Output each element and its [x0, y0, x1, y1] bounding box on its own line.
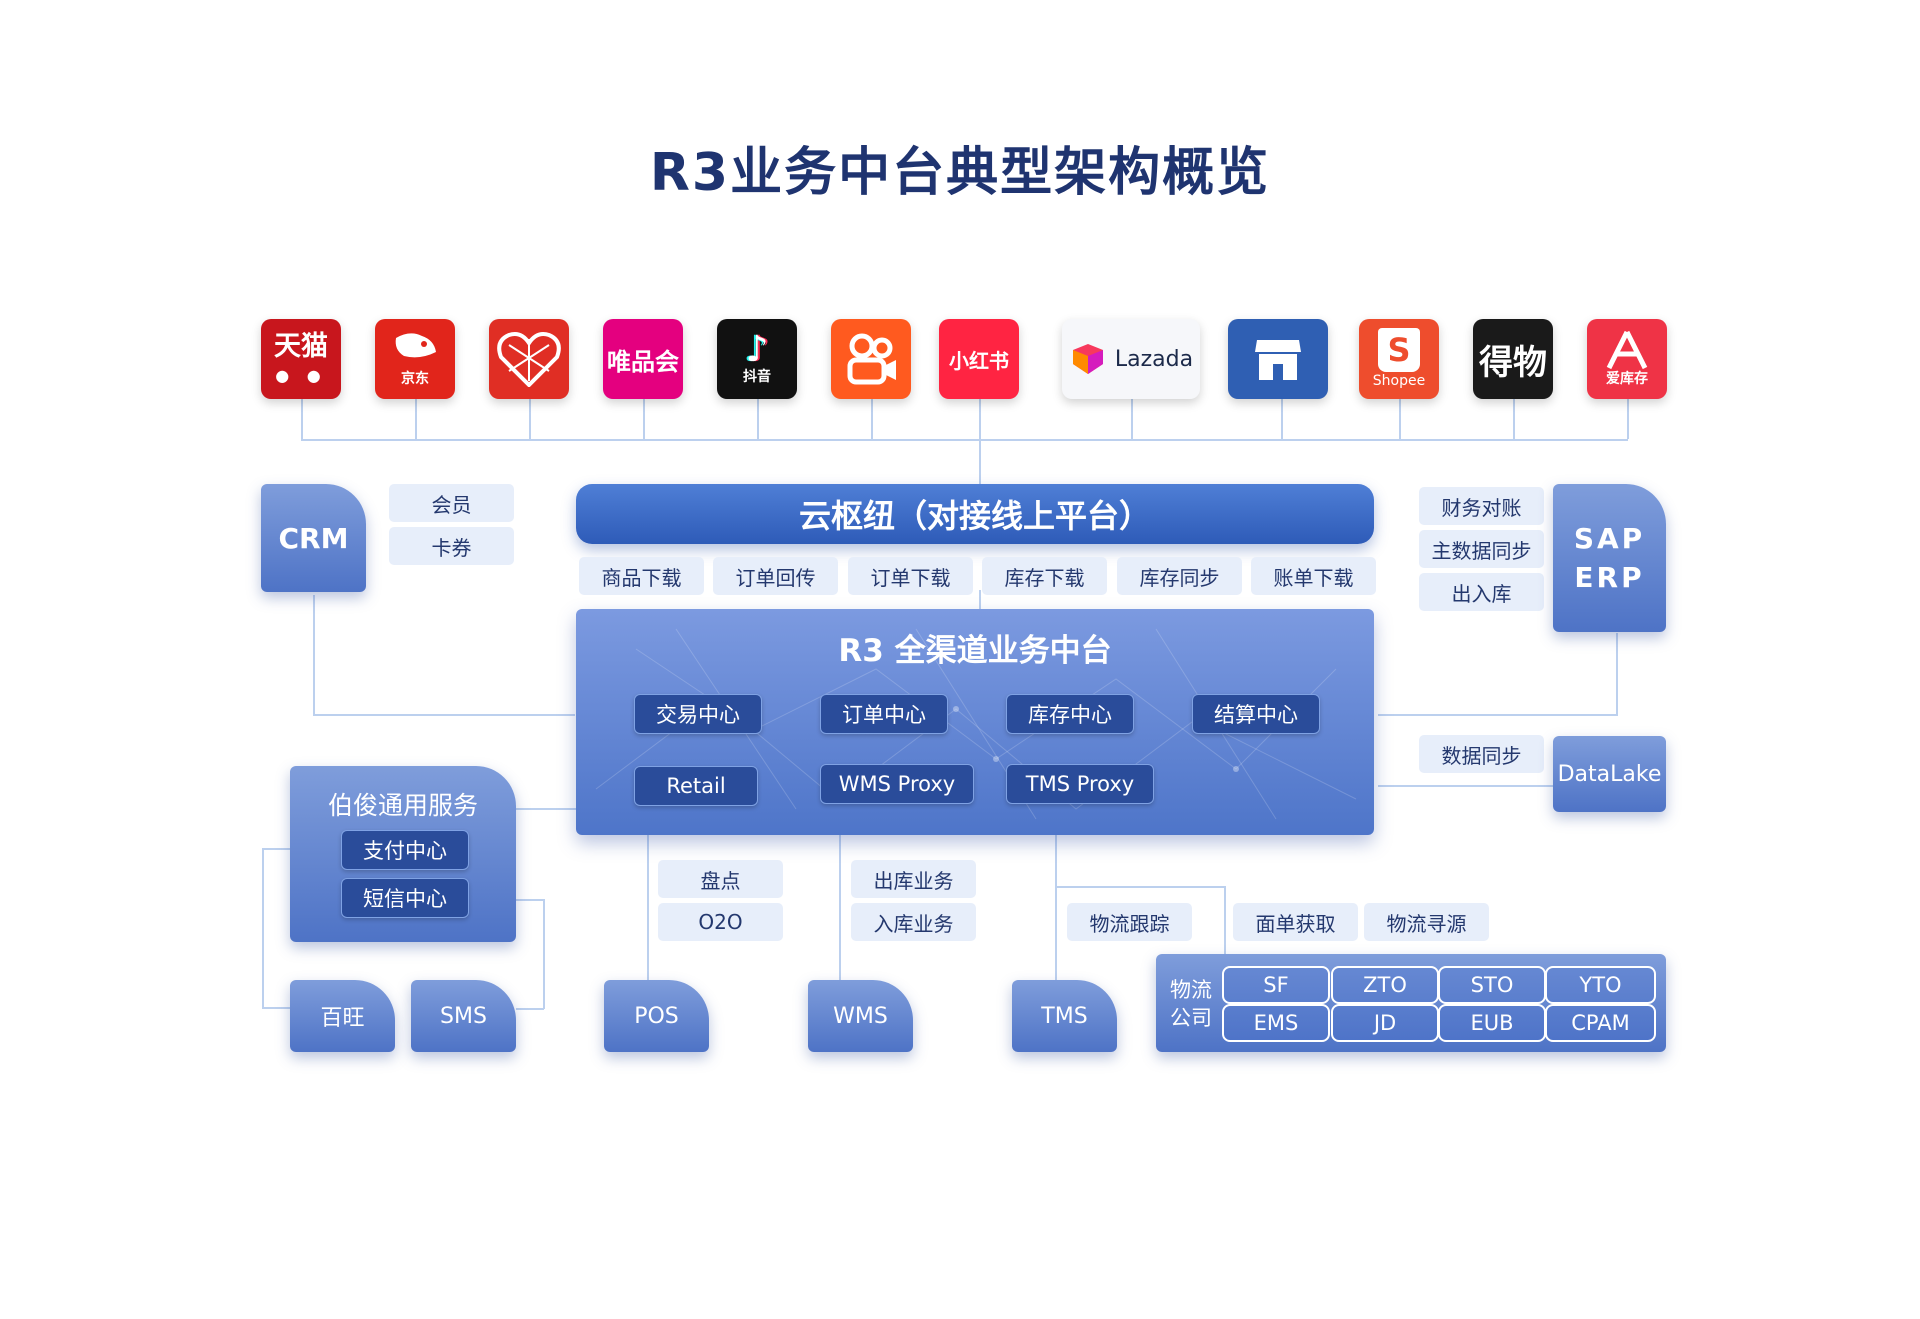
tms-tag-waybill: 面单获取 — [1233, 903, 1358, 941]
aikucun-mark-icon — [1606, 331, 1648, 370]
erp-label: ERP — [1574, 561, 1645, 594]
shopping-bag-icon: S — [1378, 328, 1420, 373]
shopee-logo-text: Shopee — [1372, 373, 1426, 390]
cloud-hub-title: 云枢纽（对接线上平台） — [798, 497, 1151, 535]
courier-cpam[interactable]: CPAM — [1545, 1004, 1656, 1042]
vipshop-logo: 唯品会 — [603, 319, 683, 399]
lazada-logo-text: Lazada — [1114, 346, 1194, 372]
proxy-wms[interactable]: WMS Proxy — [820, 764, 974, 804]
proxy-tms[interactable]: TMS Proxy — [1006, 764, 1154, 804]
logistics-label: 物流 公司 — [1166, 976, 1216, 1032]
sms-label: SMS — [440, 1003, 487, 1029]
tmall-logo-text: 天猫 — [274, 331, 328, 362]
courier-sf[interactable]: SF — [1222, 966, 1330, 1004]
douyin-logo-text: 抖音 — [743, 369, 771, 386]
cat-eyes-icon: ● ● — [275, 366, 327, 385]
sap-erp-box[interactable]: SAP ERP — [1553, 484, 1666, 632]
lazada-logo: Lazada — [1062, 319, 1200, 399]
courier-ems[interactable]: EMS — [1222, 1004, 1330, 1042]
tms-label: TMS — [1041, 1003, 1088, 1029]
courier-yto[interactable]: YTO — [1545, 966, 1656, 1004]
hub-tag-product-download: 商品下载 — [579, 557, 704, 595]
wms-tag-outbound: 出库业务 — [851, 860, 976, 898]
datalake-tag-sync: 数据同步 — [1419, 735, 1544, 773]
kuaishou-logo — [831, 319, 911, 399]
boyun-payment-center[interactable]: 支付中心 — [341, 830, 469, 870]
store-logo — [1228, 319, 1328, 399]
pinduoduo-logo — [489, 319, 569, 399]
wms-label: WMS — [833, 1003, 888, 1029]
tms-tag-tracking: 物流跟踪 — [1067, 903, 1192, 941]
camera-icon — [847, 333, 896, 385]
shopee-logo: S Shopee — [1359, 319, 1439, 399]
courier-zto[interactable]: ZTO — [1331, 966, 1439, 1004]
crm-label: CRM — [278, 521, 349, 555]
crm-tag-member: 会员 — [389, 484, 514, 522]
jd-dog-icon — [395, 333, 436, 358]
center-order[interactable]: 订单中心 — [820, 694, 948, 734]
lazada-heart-icon — [1072, 344, 1103, 374]
center-settlement[interactable]: 结算中心 — [1192, 694, 1320, 734]
hub-tag-order-download: 订单下载 — [848, 557, 973, 595]
tms-tag-sourcing: 物流寻源 — [1364, 903, 1489, 941]
hub-tag-bill-download: 账单下载 — [1251, 557, 1376, 595]
xiaohongshu-logo: 小红书 — [939, 319, 1019, 399]
jd-logo: 京东 — [375, 319, 455, 399]
heart-icon — [497, 332, 561, 387]
courier-jd[interactable]: JD — [1331, 1004, 1439, 1042]
xiaohongshu-logo-text: 小红书 — [949, 348, 1009, 373]
sap-tag-in-out: 出入库 — [1419, 573, 1544, 611]
pos-tag-o2o: O2O — [658, 903, 783, 941]
sms-box[interactable]: SMS — [411, 980, 516, 1052]
dewu-logo: 得物 — [1473, 319, 1553, 399]
tmall-logo: 天猫 ● ● — [261, 319, 341, 399]
courier-sto[interactable]: STO — [1438, 966, 1546, 1004]
courier-eub[interactable]: EUB — [1438, 1004, 1546, 1042]
dewu-logo-text: 得物 — [1479, 342, 1547, 383]
logistics-label-line2: 公司 — [1170, 1006, 1212, 1030]
logistics-label-line1: 物流 — [1170, 978, 1212, 1002]
wms-tag-inbound: 入库业务 — [851, 903, 976, 941]
pos-label: POS — [634, 1003, 679, 1029]
crm-tag-coupon: 卡券 — [389, 527, 514, 565]
proxy-retail[interactable]: Retail — [634, 766, 758, 806]
tms-box[interactable]: TMS — [1012, 980, 1117, 1052]
storefront-icon — [1255, 340, 1301, 380]
wms-box[interactable]: WMS — [808, 980, 913, 1052]
pos-box[interactable]: POS — [604, 980, 709, 1052]
cloud-hub-banner[interactable]: 云枢纽（对接线上平台） — [576, 484, 1374, 544]
baiwang-label: 百旺 — [320, 1006, 365, 1031]
page-title: R3业务中台典型架构概览 — [649, 143, 1271, 203]
baiwang-box[interactable]: 百旺 — [290, 980, 395, 1052]
sap-tag-finance: 财务对账 — [1419, 487, 1544, 525]
crm-box[interactable]: CRM — [261, 484, 366, 592]
note-icon: ♪ — [745, 329, 769, 371]
boyun-title: 伯俊通用服务 — [327, 791, 478, 820]
core-title: R3 全渠道业务中台 — [838, 633, 1112, 669]
aikucun-logo: 爱库存 — [1587, 319, 1667, 399]
center-trade[interactable]: 交易中心 — [634, 694, 762, 734]
vipshop-logo-text: 唯品会 — [607, 347, 679, 376]
sap-label: SAP — [1573, 522, 1646, 555]
aikucun-logo-text: 爱库存 — [1606, 371, 1648, 388]
datalake-label: DataLake — [1557, 761, 1662, 787]
datalake-box[interactable]: DataLake — [1553, 736, 1666, 812]
sap-tag-master-data: 主数据同步 — [1419, 530, 1544, 568]
pos-tag-stocktake: 盘点 — [658, 860, 783, 898]
center-inventory[interactable]: 库存中心 — [1006, 694, 1134, 734]
boyun-sms-center[interactable]: 短信中心 — [341, 878, 469, 918]
hub-tag-inventory-download: 库存下载 — [982, 557, 1107, 595]
hub-tag-order-return: 订单回传 — [713, 557, 838, 595]
hub-tag-inventory-sync: 库存同步 — [1117, 557, 1242, 595]
jd-logo-text: 京东 — [401, 371, 429, 388]
douyin-logo: ♪ 抖音 — [717, 319, 797, 399]
